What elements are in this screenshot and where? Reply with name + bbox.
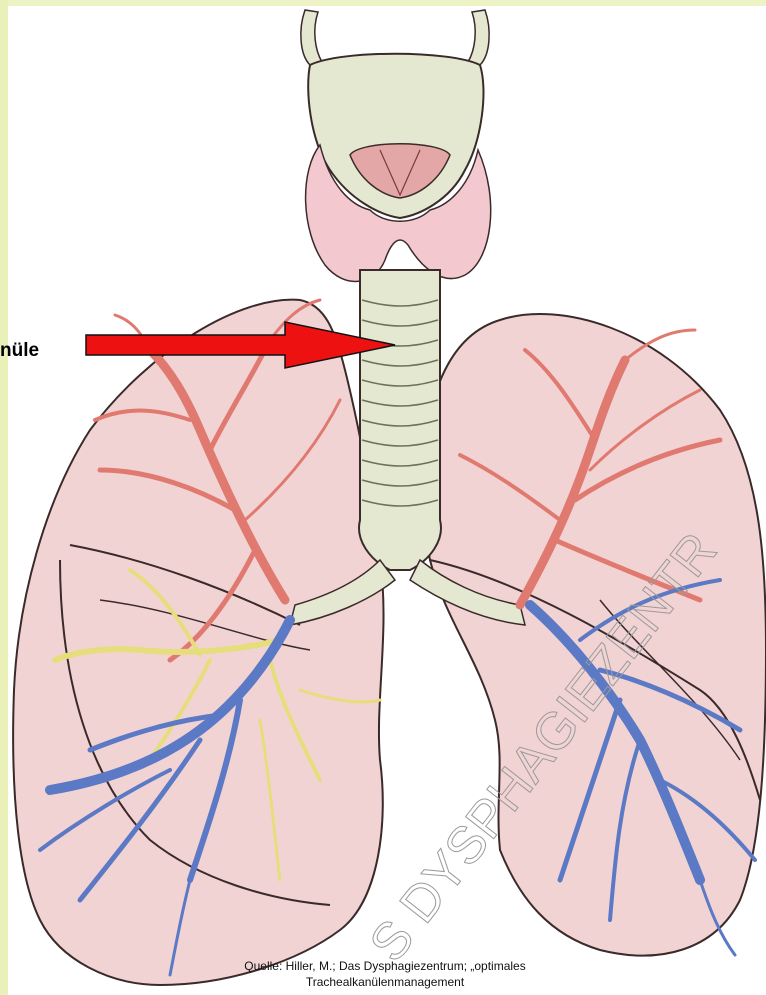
source-caption: Quelle: Hiller, M.; Das Dysphagiezentrum… bbox=[150, 958, 620, 990]
caption-line-2: Trachealkanülenmanagement bbox=[150, 974, 620, 990]
caption-line-1: Quelle: Hiller, M.; Das Dysphagiezentrum… bbox=[150, 958, 620, 974]
trachealkanuele-label: nüle bbox=[0, 340, 39, 362]
right-lung bbox=[13, 300, 383, 985]
